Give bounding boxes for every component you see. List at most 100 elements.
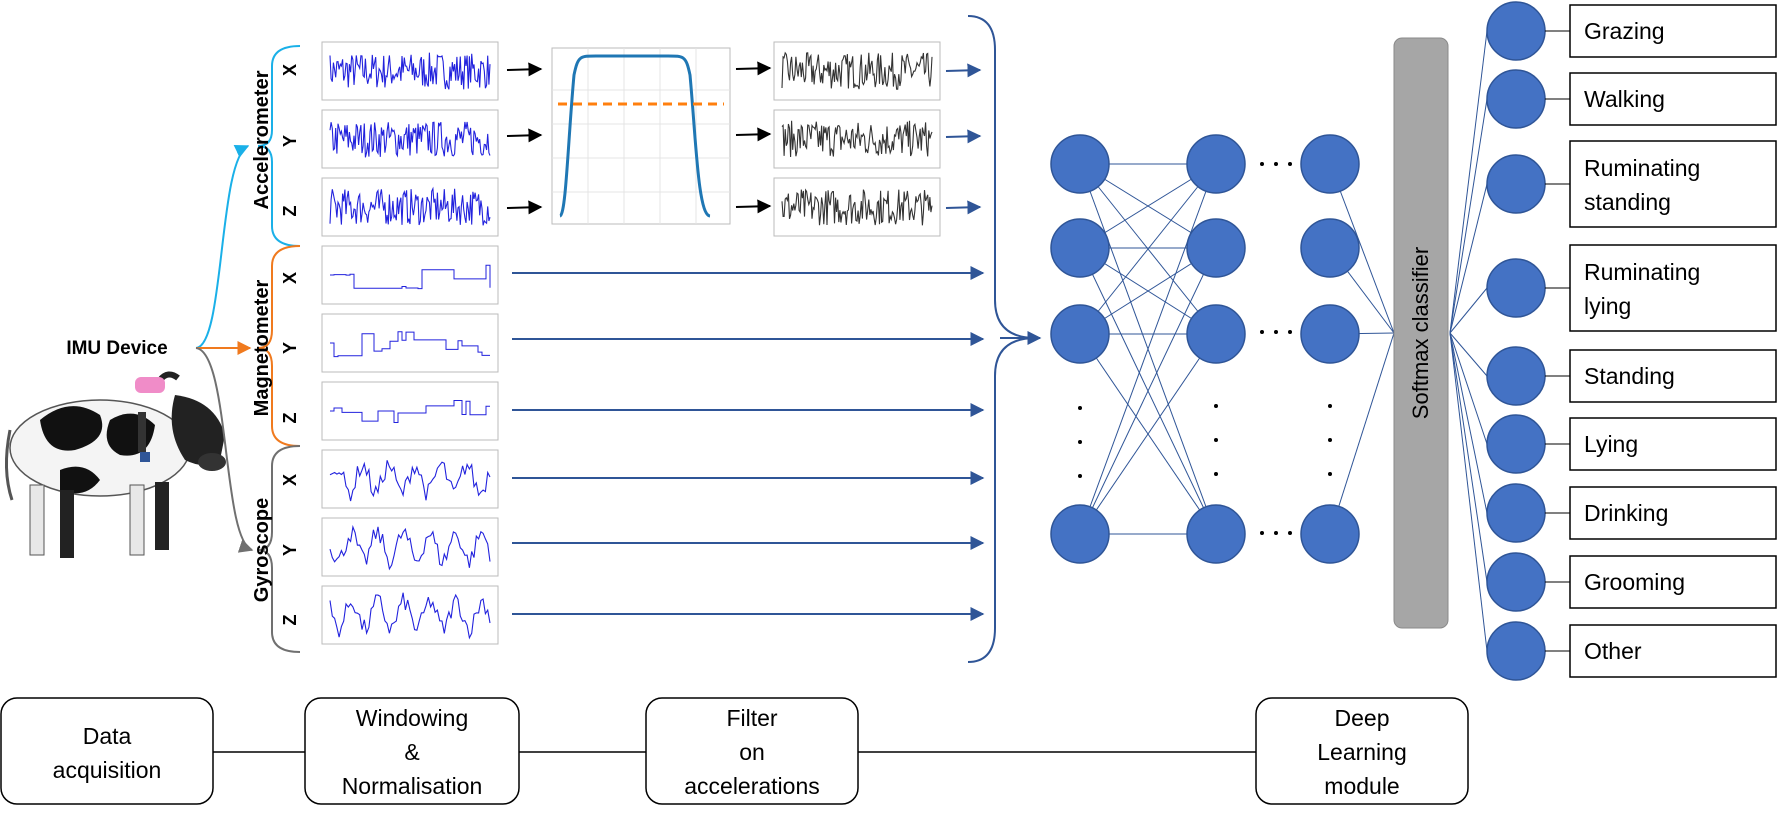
output-label: Standing [1584,363,1675,389]
gyroscope-bracket [257,445,301,653]
network-node-l1-3 [1050,304,1110,364]
output-label: Walking [1584,86,1665,112]
stage-windowing-line2: & [404,739,419,765]
network-node-l2-1 [1186,134,1246,194]
softmax-classifier-label: Softmax classifier [1408,247,1433,419]
output-node [1486,1,1546,61]
output-class-grazing: Grazing [1449,1,1777,334]
output-label: Grazing [1584,18,1665,44]
output-node [1486,414,1546,474]
network-node-l1-4 [1050,504,1110,564]
pipeline-stages: Data acquisition Windowing & Normalisati… [0,697,1469,805]
filtered-signal-accelerometer-z [773,177,941,237]
output-label-box [1569,624,1777,678]
output-label-box [1569,140,1777,228]
arrow-device-gyroscope [195,347,254,553]
output-node [1486,552,1546,612]
network-node-l3-2 [1300,218,1360,278]
filtered-signal-accelerometer-y [773,109,941,169]
output-label: Drinking [1584,500,1668,526]
network-node-l1-2 [1050,218,1110,278]
stage-windowing-line3: Normalisation [342,773,483,799]
filter-curve [558,54,711,218]
output-label-box [1569,4,1777,58]
axis-label-mag-x: X [280,272,300,284]
raw-signal-accelerometer-y [321,109,499,169]
accelerometer-bracket [257,45,301,247]
raw-signal-gyroscope-z [321,585,499,645]
stage-deep-learning-line2: Learning [1317,739,1407,765]
stage-filter-line3: accelerations [684,773,820,799]
gyroscope-label: Gyroscope [251,498,273,602]
stage-data-acquisition-line2: acquisition [53,757,162,783]
network-node-l1-1 [1050,134,1110,194]
output-node [1486,621,1546,681]
output-label: Other [1584,638,1642,664]
axis-label-gyro-y: Y [280,544,300,556]
stage-filter-line1: Filter [726,705,777,731]
stage-deep-learning-line3: module [1324,773,1399,799]
stage-windowing [304,697,520,805]
output-class-standing: Standing [1449,332,1777,406]
axis-label-accel-y: Y [280,135,300,147]
output-class-drinking: Drinking [1449,332,1777,543]
accelerometer-label: Accelerometer [251,70,273,209]
axis-label-mag-y: Y [280,342,300,354]
imu-device-label: IMU Device [66,338,167,359]
stage-deep-learning-line1: Deep [1335,705,1390,731]
network-node-l2-4 [1186,504,1246,564]
filtered-signal-panels [773,41,941,237]
output-node [1486,258,1546,318]
output-class-grooming: Grooming [1449,332,1777,612]
output-label: Grooming [1584,569,1685,595]
network-node-l3-3 [1300,304,1360,364]
network-nodes [1050,134,1360,564]
network-node-l3-4 [1300,504,1360,564]
magnetometer-label: Magnetometer [251,279,273,416]
raw-signal-accelerometer-x [321,41,499,101]
filter-arrows [506,61,772,215]
raw-signal-gyroscope-y [321,517,499,577]
network-node-l2-3 [1186,304,1246,364]
network-node-l2-2 [1186,218,1246,278]
output-label-box [1569,244,1777,332]
network-node-l3-1 [1300,134,1360,194]
feature-arrows [512,63,985,621]
output-label-box [1569,486,1777,540]
magnetometer-bracket [257,245,301,447]
raw-signal-panels [321,41,499,645]
raw-signal-accelerometer-z [321,177,499,237]
output-label: Lying [1584,431,1638,457]
axis-label-accel-z: Z [280,206,300,217]
output-node [1486,154,1546,214]
output-label-box [1569,72,1777,126]
stage-deep-learning [1255,697,1469,805]
axis-label-gyro-x: X [280,474,300,486]
output-node [1486,69,1546,129]
raw-signal-gyroscope-x [321,449,499,509]
output-class-lying: Lying [1449,332,1777,474]
output-label-box [1569,349,1777,403]
axis-label-gyro-z: Z [280,615,300,626]
output-class-other: Other [1449,332,1777,681]
output-node [1486,346,1546,406]
cow-illustration [4,371,226,558]
output-label-box [1569,555,1777,609]
axis-label-mag-z: Z [280,413,300,424]
stage-data-acquisition-line1: Data [83,723,132,749]
filter-response-plot [551,47,731,225]
output-label-box [1569,417,1777,471]
stage-windowing-line1: Windowing [356,705,469,731]
stage-data-acquisition [0,697,214,805]
network-ellipsis [1078,162,1332,535]
raw-signal-magnetometer-y [321,313,499,373]
axis-labels: X Y Z X Y Z X Y Z [280,64,300,626]
softmax-classifier-box [1393,37,1449,629]
stage-filter [645,697,859,805]
